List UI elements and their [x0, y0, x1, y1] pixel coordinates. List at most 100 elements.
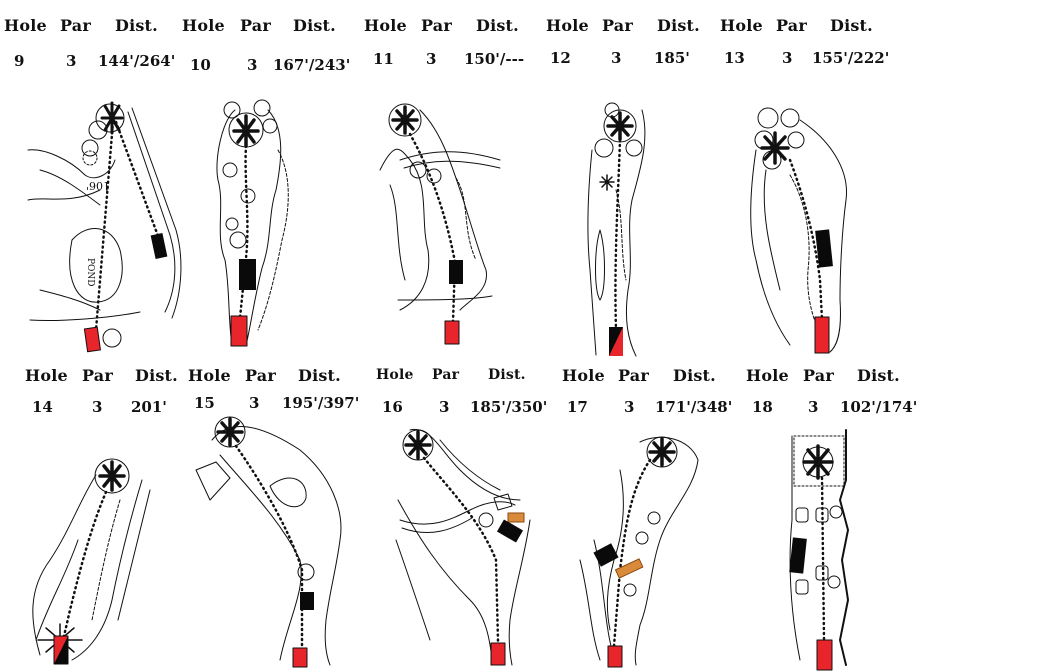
par-label: Par [82, 366, 113, 385]
hole15-outline-left [219, 454, 302, 661]
hole18-bunker [795, 579, 809, 595]
hole13-tree [787, 131, 805, 149]
hole13-outline-left [750, 149, 791, 346]
hole10-tree [240, 188, 256, 204]
hole18-bunker [815, 565, 829, 581]
hole12-shrub [599, 174, 615, 191]
hole11-shot-line [408, 132, 457, 324]
dist-label: Dist. [488, 367, 526, 383]
hole-number: 14 [32, 398, 53, 416]
hole12-rough [615, 189, 627, 281]
hole16-cart-path [399, 501, 516, 534]
hole16-shelter [493, 493, 513, 511]
par-value: 3 [808, 398, 819, 416]
hole16-outline-right [508, 519, 531, 666]
par-value: 3 [439, 398, 450, 416]
hole10-tree [229, 231, 247, 249]
hole16-flag-icon [404, 430, 432, 460]
hole-label: Hole [746, 366, 789, 385]
dist-label: Dist. [857, 366, 900, 385]
hole-number: 13 [724, 49, 745, 67]
par-value: 3 [426, 50, 437, 68]
hole18-tree [829, 505, 843, 519]
par-label: Par [776, 16, 807, 35]
hole9-cart-path [127, 107, 182, 319]
hole9-shot-line-black [114, 120, 160, 238]
hole12-flag-icon [606, 111, 634, 141]
hole16-black-tee [496, 519, 524, 543]
hole13-shot-line [788, 158, 824, 322]
par-value: 3 [247, 56, 258, 74]
par-label: Par [245, 366, 276, 385]
par-label: Par [432, 367, 460, 383]
hole17-shot-line [612, 458, 652, 648]
par-label: Par [803, 366, 834, 385]
hole18-bunker [795, 507, 809, 523]
hole18-map [789, 429, 849, 671]
par-value: 3 [92, 398, 103, 416]
hole12-tree [625, 139, 643, 157]
hole16-tree [478, 512, 494, 528]
hole13-map [750, 107, 848, 354]
hole17-green [646, 436, 678, 468]
hole-label: Hole [182, 16, 225, 35]
distance-value: 185' [654, 49, 690, 67]
hole9-tree [81, 139, 99, 157]
hole-label: Hole [376, 367, 414, 383]
hole-number: 18 [752, 398, 773, 416]
hole9-shot-line-red [94, 120, 115, 332]
hole17-red-tee [607, 645, 623, 668]
hole9-fairway-outline [27, 149, 116, 206]
hole16-red-tee [490, 642, 506, 666]
distance-value: 167'/243' [273, 56, 351, 74]
hole18-green-box [793, 435, 845, 487]
hole17-tree [635, 531, 649, 545]
distance-value: 171'/348' [655, 398, 733, 416]
hole17-tree [623, 583, 637, 597]
hole11-tree [409, 161, 427, 179]
hole-label: Hole [720, 16, 763, 35]
hole9-flag-icon [100, 101, 124, 135]
hole10-tree [225, 217, 239, 231]
distance-value: 155'/222' [812, 49, 890, 67]
hole16-outline-top [409, 428, 521, 501]
par-label: Par [240, 16, 271, 35]
hole14-shot-line [62, 490, 108, 638]
hole-label: Hole [4, 16, 47, 35]
hole16-map [395, 428, 531, 666]
hole12-map [587, 102, 646, 357]
hole13-rough [789, 174, 823, 341]
par-value: 3 [249, 394, 260, 412]
hole14-outline-left [32, 474, 97, 656]
hole14-flag-icon [98, 460, 126, 492]
hole-label: Hole [364, 16, 407, 35]
hole-number: 17 [567, 398, 588, 416]
hole10-shot-line [238, 144, 249, 320]
hole-label: Hole [25, 366, 68, 385]
hole17-outline-top [634, 436, 699, 666]
hole17-sign [615, 558, 644, 579]
hole11-flag-icon [391, 105, 419, 135]
hole18-shot-line [820, 476, 826, 642]
hole-number: 9 [14, 52, 25, 70]
hole9-map: 106' POND [27, 101, 182, 353]
distance-value: 195'/397' [282, 394, 360, 412]
hole17-tree [647, 511, 661, 525]
hole18-black-tee [789, 537, 807, 574]
par-value: 3 [611, 49, 622, 67]
hole10-map [216, 99, 289, 347]
hole9-boundary [29, 289, 141, 322]
distance-value: 144'/264' [98, 52, 176, 70]
par-label: Par [60, 16, 91, 35]
hole10-rough [257, 149, 289, 331]
par-value: 3 [66, 52, 77, 70]
hole9-sign-text: 106' [86, 179, 110, 192]
dist-label: Dist. [476, 16, 519, 35]
hole11-black-tee [449, 260, 463, 284]
hole13-black-tee [815, 229, 833, 268]
hole9-tree [88, 120, 108, 140]
hole16-green [402, 429, 434, 461]
hole-number: 12 [550, 49, 571, 67]
hole16-shot-line [422, 456, 500, 644]
dist-label: Dist. [135, 366, 178, 385]
